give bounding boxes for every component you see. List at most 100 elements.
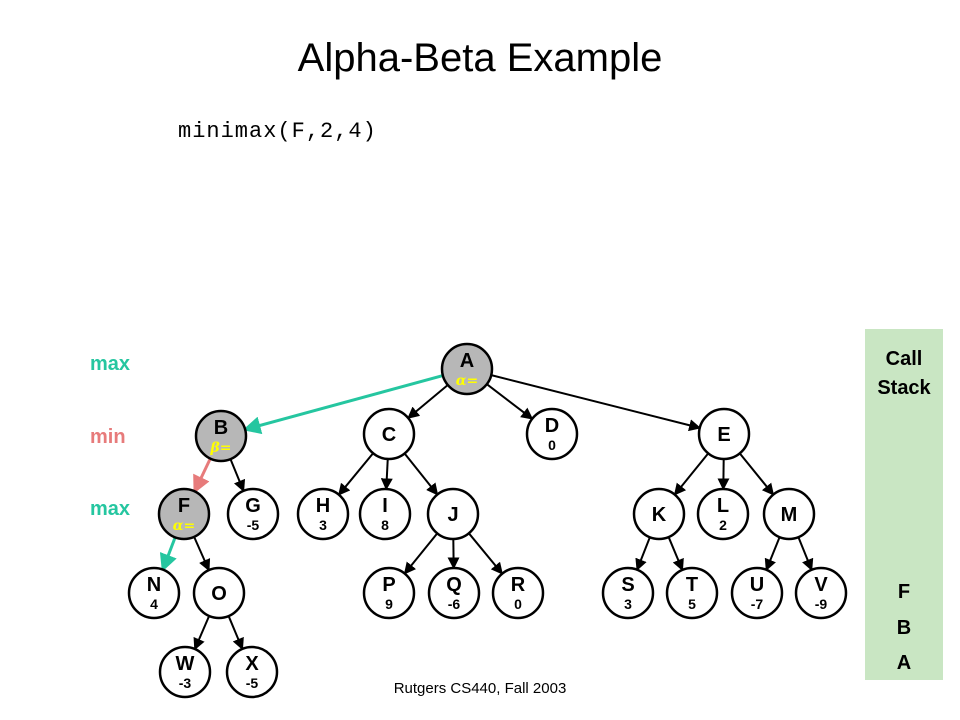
- node-label: M: [781, 504, 798, 526]
- edge-c-i: [380, 458, 393, 491]
- node-j: J: [426, 487, 480, 541]
- node-value: α=: [173, 518, 196, 534]
- node-circle: [491, 566, 545, 620]
- node-c: C: [362, 407, 416, 461]
- node-f: Fα=: [157, 487, 211, 541]
- node-circle: [665, 566, 719, 620]
- slide-title: Alpha-Beta Example: [297, 36, 663, 80]
- node-label: U: [750, 574, 764, 596]
- node-a: Aα=: [440, 342, 494, 396]
- node-label: V: [814, 574, 828, 596]
- node-value: -6: [448, 596, 461, 612]
- node-label: Q: [446, 574, 462, 596]
- node-s: S3: [601, 566, 655, 620]
- node-circle: [362, 566, 416, 620]
- node-circle: [426, 487, 480, 541]
- node-i: I8: [358, 487, 412, 541]
- edge-e-k: [673, 452, 710, 496]
- node-value: 2: [719, 517, 727, 533]
- node-label: R: [511, 574, 526, 596]
- node-value: 8: [381, 517, 389, 533]
- node-circle: [730, 566, 784, 620]
- edge-a-e: [490, 374, 702, 432]
- node-g: G-5: [226, 487, 280, 541]
- node-value: 0: [548, 437, 556, 453]
- edge-c-h: [338, 452, 374, 496]
- node-label: N: [147, 574, 161, 596]
- node-value: 5: [688, 596, 696, 612]
- node-value: 3: [319, 517, 327, 533]
- edge-e-m: [738, 452, 775, 496]
- edge-a-b: [242, 374, 444, 435]
- node-w: W-3: [158, 645, 212, 699]
- node-value: 9: [385, 596, 393, 612]
- node-circle: [601, 566, 655, 620]
- node-value: β=: [209, 440, 231, 456]
- node-circle: [632, 487, 686, 541]
- node-label: B: [214, 417, 228, 439]
- edge-m-v: [797, 536, 814, 572]
- node-e: E: [697, 407, 751, 461]
- node-label: E: [717, 424, 730, 446]
- node-o: O: [192, 566, 246, 620]
- node-circle: [194, 409, 248, 463]
- level-label-min: min: [90, 426, 126, 448]
- call-stack-item-a: A: [896, 652, 912, 674]
- node-m: M: [762, 487, 816, 541]
- edge-j-r: [468, 532, 504, 575]
- node-circle: [157, 487, 211, 541]
- edge-b-f: [193, 457, 212, 494]
- edge-b-g: [229, 458, 246, 493]
- node-p: P9: [362, 566, 416, 620]
- node-l: L2: [696, 487, 750, 541]
- node-label: I: [382, 495, 388, 517]
- node-label: L: [717, 495, 729, 517]
- node-circle: [358, 487, 412, 541]
- level-label-max-top: max: [90, 353, 131, 375]
- node-q: Q-6: [427, 566, 481, 620]
- edge-o-w: [193, 615, 211, 651]
- node-label: A: [460, 350, 474, 372]
- edge-a-c: [407, 384, 449, 419]
- edge-a-d: [486, 383, 534, 420]
- call-stack-item-f: F: [897, 581, 911, 603]
- node-circle: [127, 566, 181, 620]
- edge-k-t: [667, 536, 684, 572]
- edge-m-u: [764, 536, 781, 572]
- node-label: C: [382, 424, 396, 446]
- node-label: T: [686, 574, 698, 596]
- node-n: N4: [127, 566, 181, 620]
- call-stack-item-b: B: [896, 617, 912, 639]
- node-value: -3: [179, 675, 192, 691]
- node-circle: [697, 407, 751, 461]
- node-label: D: [545, 415, 559, 437]
- node-circle: [427, 566, 481, 620]
- node-label: P: [382, 574, 395, 596]
- node-label: W: [176, 653, 195, 675]
- node-label: H: [316, 495, 330, 517]
- edge-o-x: [227, 615, 244, 651]
- node-h: H3: [296, 487, 350, 541]
- node-r: R0: [491, 566, 545, 620]
- node-value: -7: [751, 596, 764, 612]
- node-value: -5: [246, 675, 259, 691]
- node-value: -5: [247, 517, 260, 533]
- node-d: D0: [525, 407, 579, 461]
- level-label-max-bottom: max: [90, 498, 131, 520]
- edge-f-n: [159, 536, 177, 573]
- node-value: 4: [150, 596, 158, 612]
- node-circle: [226, 487, 280, 541]
- node-u: U-7: [730, 566, 784, 620]
- node-x: X-5: [225, 645, 279, 699]
- edge-f-o: [193, 536, 211, 572]
- node-v: V-9: [794, 566, 848, 620]
- node-label: O: [211, 583, 227, 605]
- footer-credit: Rutgers CS440, Fall 2003: [393, 680, 567, 697]
- node-circle: [440, 342, 494, 396]
- edge-c-j: [403, 452, 439, 496]
- node-circle: [525, 407, 579, 461]
